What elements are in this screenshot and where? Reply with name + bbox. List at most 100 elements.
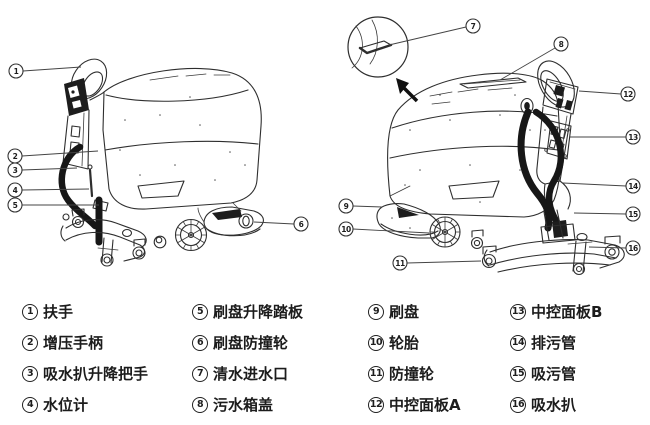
callout-number: 8	[559, 40, 564, 49]
callout-number: 1	[14, 67, 19, 76]
part-label: 吸水扒升降把手	[43, 365, 149, 383]
part-number-badge: 16	[510, 396, 526, 413]
part-label: 清水进水口	[213, 365, 289, 383]
part-label: 水位计	[43, 396, 89, 414]
left-machine-illustration	[58, 58, 264, 267]
part-label: 刷盘	[389, 303, 420, 321]
right-tire	[429, 216, 461, 248]
part-number-badge: 15	[510, 365, 526, 382]
legend-item-13: 13 中控面板B	[510, 301, 650, 322]
callout-number: 6	[299, 220, 304, 229]
part-label: 增压手柄	[43, 334, 104, 352]
callout-2: 2	[7, 148, 99, 164]
callout-8: 8	[499, 36, 569, 81]
callout-11: 11	[392, 255, 482, 271]
water-inlet-detail-inset	[347, 16, 409, 78]
legend-item-8: 8 污水箱盖	[192, 394, 368, 415]
part-label: 吸水扒	[531, 396, 577, 414]
part-number-badge: 13	[510, 303, 526, 320]
callout-7: 7	[388, 18, 481, 46]
recovery-tank-lid	[459, 77, 527, 89]
part-number-badge: 1	[22, 303, 38, 320]
right-squeegee-assembly	[481, 209, 625, 276]
legend-item-9: 9 刷盘	[368, 301, 510, 322]
callout-3: 3	[7, 162, 78, 178]
callout-14: 14	[562, 178, 641, 194]
callout-number: 12	[623, 90, 633, 99]
legend-item-11: 11 防撞轮	[368, 363, 510, 384]
callout-9: 9	[338, 198, 383, 214]
left-console-panel	[64, 78, 89, 116]
part-label: 吸污管	[531, 365, 577, 383]
part-label: 排污管	[531, 334, 577, 352]
part-number-badge: 5	[192, 303, 208, 320]
right-machine-illustration	[347, 16, 625, 276]
legend-item-2: 2 增压手柄	[22, 332, 192, 353]
callout-number: 13	[628, 133, 638, 142]
legend-item-10: 10 轮胎	[368, 332, 510, 353]
callout-number: 9	[344, 202, 349, 211]
callout-number: 2	[13, 152, 18, 161]
callout-1: 1	[8, 63, 82, 79]
right-caster-wheel	[470, 229, 484, 250]
part-number-badge: 3	[22, 365, 38, 382]
callout-10: 10	[338, 221, 430, 237]
part-number-badge: 4	[22, 396, 38, 413]
callout-number: 16	[628, 244, 638, 253]
water-level-gauge	[88, 168, 94, 198]
callout-number: 15	[628, 210, 638, 219]
callout-number: 10	[341, 225, 351, 234]
callout-number: 11	[395, 259, 405, 268]
legend-item-4: 4 水位计	[22, 394, 192, 415]
legend-item-3: 3 吸水扒升降把手	[22, 363, 192, 384]
callout-12: 12	[578, 86, 636, 102]
left-caster-wheel	[153, 235, 167, 249]
parts-legend: 1 扶手 2 增压手柄 3 吸水扒升降把手 4 水位计 5 刷盘升降踏板 6 刷…	[0, 292, 650, 425]
part-label: 中控面板A	[389, 396, 461, 414]
part-number-badge: 11	[368, 365, 384, 382]
part-number-badge: 8	[192, 396, 208, 413]
legend-item-5: 5 刷盘升降踏板	[192, 301, 368, 322]
legend-item-16: 16 吸水扒	[510, 394, 650, 415]
callout-15: 15	[573, 206, 641, 222]
control-panel-a	[542, 78, 579, 115]
left-brush-deck	[197, 202, 264, 237]
callout-number: 3	[13, 166, 18, 175]
part-number-badge: 2	[22, 334, 38, 351]
callout-4: 4	[7, 182, 90, 198]
legend-item-6: 6 刷盘防撞轮	[192, 332, 368, 353]
squeegee-lift-hose	[58, 143, 99, 230]
part-label: 刷盘防撞轮	[213, 334, 289, 352]
part-number-badge: 12	[368, 396, 384, 413]
part-label: 中控面板B	[531, 303, 603, 321]
legend-item-7: 7 清水进水口	[192, 363, 368, 384]
callout-number: 7	[471, 22, 476, 31]
drain-and-vacuum-hoses	[517, 97, 568, 238]
callout-16: 16	[588, 240, 641, 256]
part-number-badge: 9	[368, 303, 384, 320]
legend-item-12: 12 中控面板A	[368, 394, 510, 415]
callout-number: 5	[13, 201, 18, 210]
callout-number: 4	[13, 186, 18, 195]
right-brush-deck	[376, 203, 441, 239]
part-number-badge: 10	[368, 334, 384, 351]
callout-13: 13	[570, 129, 641, 145]
part-label: 轮胎	[389, 334, 420, 352]
legend-item-1: 1 扶手	[22, 301, 192, 322]
left-squeegee-assembly	[60, 208, 147, 267]
callout-6: 6	[253, 216, 309, 232]
legend-item-14: 14 排污管	[510, 332, 650, 353]
part-label: 污水箱盖	[213, 396, 274, 414]
part-number-badge: 7	[192, 365, 208, 382]
magnifier-arrow	[396, 78, 419, 103]
scrubber-parts-diagram: 1 2 3 4 5 6 7	[7, 16, 641, 276]
part-number-badge: 14	[510, 334, 526, 351]
left-drive-wheel	[174, 218, 208, 252]
part-number-badge: 6	[192, 334, 208, 351]
part-label: 扶手	[43, 303, 74, 321]
callout-5: 5	[7, 197, 99, 213]
callout-number: 14	[628, 182, 638, 191]
part-label: 防撞轮	[389, 365, 435, 383]
part-label: 刷盘升降踏板	[213, 303, 304, 321]
